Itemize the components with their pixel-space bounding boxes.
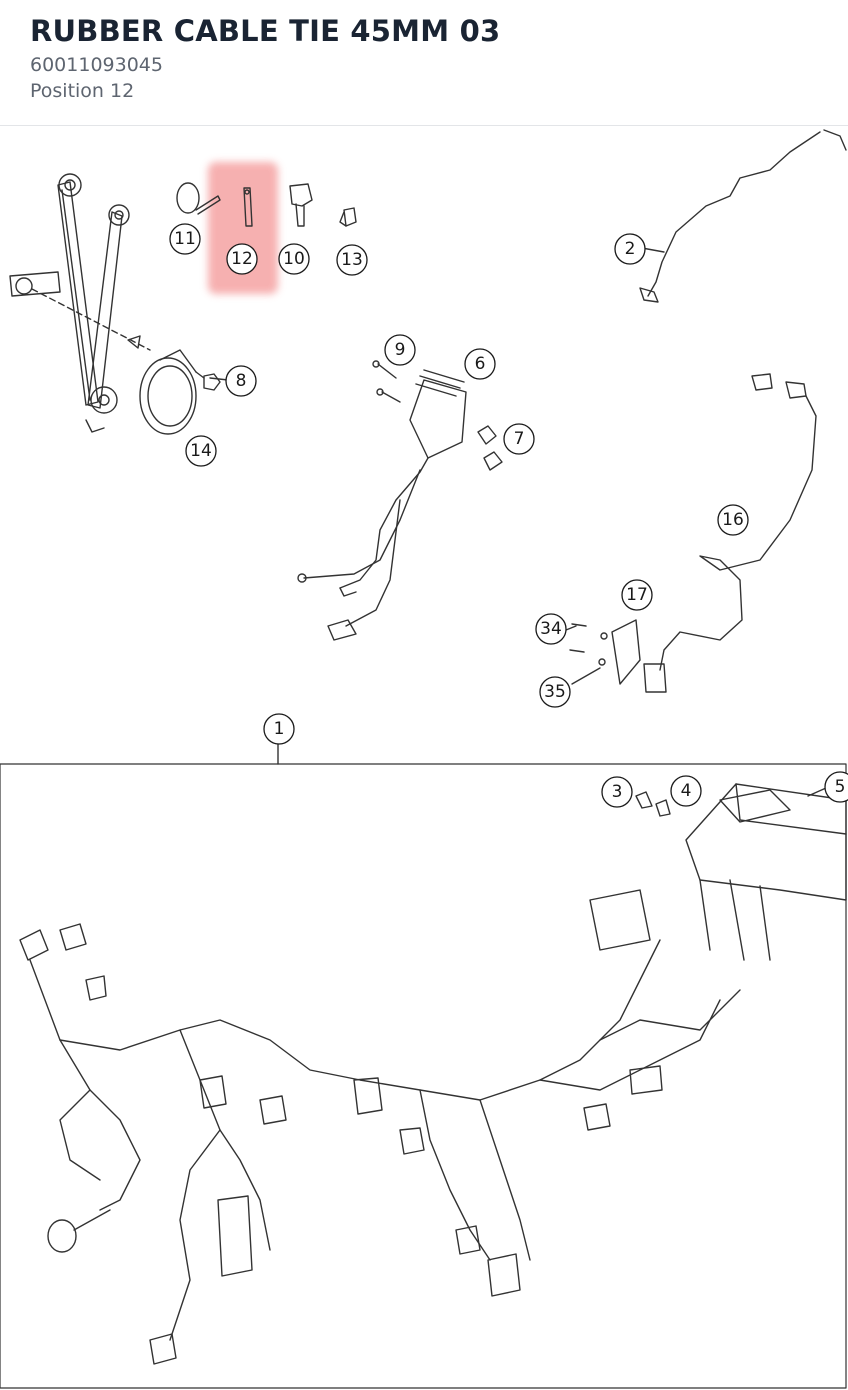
callout-circle-11 xyxy=(169,223,201,255)
callout-9[interactable]: 9 xyxy=(395,340,406,360)
callout-35[interactable]: 35 xyxy=(544,682,566,702)
part-header: RUBBER CABLE TIE 45MM 03 60011093045 Pos… xyxy=(0,0,848,126)
callout-circle-10 xyxy=(278,243,310,275)
callout-circle-8 xyxy=(225,365,257,397)
part-number: 60011093045 xyxy=(30,54,163,76)
callout-12[interactable]: 12 xyxy=(231,249,253,269)
rubber-cable-tie xyxy=(243,187,253,227)
callout-2[interactable]: 2 xyxy=(625,239,636,259)
callout-circle-14 xyxy=(185,435,217,467)
cable xyxy=(647,131,821,297)
callout-4[interactable]: 4 xyxy=(681,781,692,801)
main-wiring-harness xyxy=(19,889,741,1365)
callout-circle-16 xyxy=(717,504,749,536)
callout-3[interactable]: 3 xyxy=(612,782,623,802)
callout-13[interactable]: 13 xyxy=(341,250,363,270)
horn-bracket xyxy=(9,173,151,433)
part-position: Position 12 xyxy=(30,80,135,102)
cable-tie xyxy=(176,182,221,215)
highlight-position-12 xyxy=(208,162,278,294)
callout-circle-4 xyxy=(670,775,702,807)
horn xyxy=(127,335,197,435)
sensor-cable xyxy=(569,373,817,693)
callout-circle-35 xyxy=(539,676,571,708)
wiring-harness-frame xyxy=(0,763,847,1389)
callout-circle-6 xyxy=(464,348,496,380)
callout-7[interactable]: 7 xyxy=(514,429,525,449)
callout-circle-34 xyxy=(535,613,567,645)
callout-14[interactable]: 14 xyxy=(190,441,212,461)
callout-circle-7 xyxy=(503,423,535,455)
screws xyxy=(372,360,401,403)
callout-circle-17 xyxy=(621,579,653,611)
clip xyxy=(655,799,671,817)
voltage-regulator xyxy=(297,369,467,641)
callout-circle-9 xyxy=(384,334,416,366)
callout-11[interactable]: 11 xyxy=(174,229,196,249)
callout-circle-1 xyxy=(263,713,295,745)
part-title: RUBBER CABLE TIE 45MM 03 xyxy=(30,14,501,48)
callout-16[interactable]: 16 xyxy=(722,510,744,530)
callout-8[interactable]: 8 xyxy=(236,371,247,391)
callout-circle-12 xyxy=(226,243,258,275)
clip xyxy=(339,207,357,227)
callout-circle-5 xyxy=(824,771,848,803)
callout-circle-3 xyxy=(601,776,633,808)
nut xyxy=(195,371,221,391)
callout-10[interactable]: 10 xyxy=(283,249,305,269)
callout-6[interactable]: 6 xyxy=(475,354,486,374)
connector xyxy=(289,183,313,227)
callout-circle-13 xyxy=(336,244,368,276)
callout-circle-2 xyxy=(614,233,646,265)
callout-17[interactable]: 17 xyxy=(626,585,648,605)
fuse-box xyxy=(685,783,847,961)
callout-1[interactable]: 1 xyxy=(274,719,285,739)
clip xyxy=(635,791,653,809)
callout-5[interactable]: 5 xyxy=(835,777,846,797)
callout-34[interactable]: 34 xyxy=(540,619,562,639)
clips xyxy=(477,425,503,471)
